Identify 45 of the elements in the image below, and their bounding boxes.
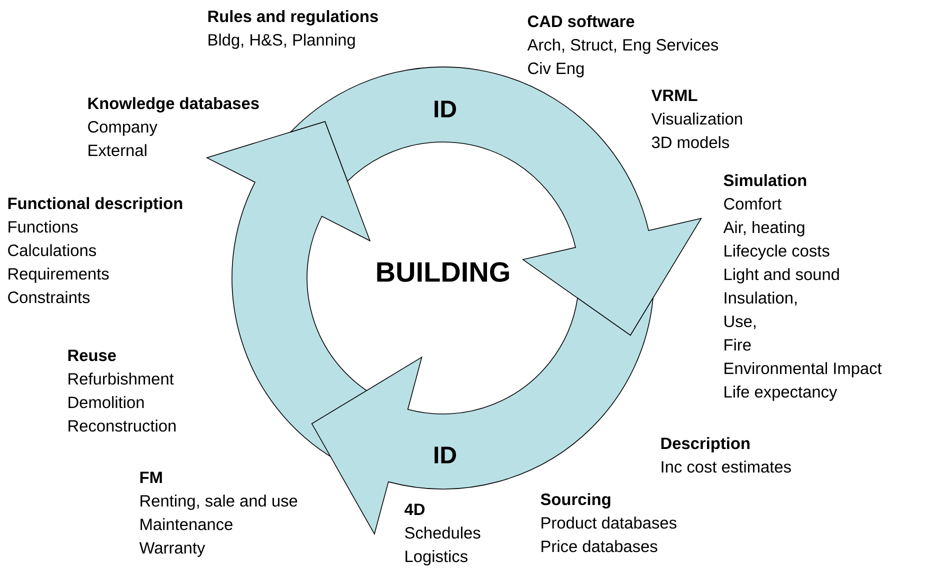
- list-item: Inc cost estimates: [662, 460, 791, 473]
- section-heading: Sourcing: [540, 493, 610, 508]
- section-heading: CAD software: [528, 15, 634, 28]
- list-item: Price databases: [542, 540, 658, 552]
- section-heading: VRML: [651, 90, 698, 101]
- list-item: Air, heating: [723, 221, 804, 236]
- section-heading: Knowledge databases: [88, 97, 259, 112]
- list-item: Civ Eng: [528, 62, 584, 78]
- list-item: Bldg, H&S, Planning: [208, 34, 355, 49]
- list-item: Visualization: [651, 112, 742, 125]
- list-item: External: [88, 144, 146, 156]
- list-item: Reconstruction: [68, 420, 176, 432]
- list-item: Requirements: [8, 268, 109, 283]
- list-item: Maintenance: [140, 518, 232, 530]
- list-item: 3D models: [652, 136, 730, 148]
- section-heading: FM: [140, 472, 162, 483]
- center-label: BUILDING: [377, 262, 509, 282]
- list-item: Product databases: [542, 516, 676, 529]
- section-heading: Description: [661, 437, 750, 452]
- list-item: Refurbishment: [68, 372, 174, 385]
- list-item: Comfort: [724, 198, 782, 210]
- list-item: Environmental Impact: [724, 362, 882, 378]
- list-item: Lifecycle costs: [724, 244, 830, 260]
- section-heading: Rules and regulations: [208, 10, 378, 26]
- section-heading: Simulation: [724, 174, 806, 186]
- list-item: Calculations: [8, 244, 96, 256]
- list-item: Logistics: [406, 550, 468, 566]
- list-item: Arch, Struct, Eng Services: [527, 38, 718, 54]
- list-item: Life expectancy: [724, 386, 838, 401]
- list-item: Insulation,: [724, 292, 797, 306]
- arrow-label: ID: [434, 446, 456, 464]
- list-item: Constraints: [8, 291, 90, 304]
- list-item: Company: [88, 121, 158, 136]
- list-item: Demolition: [68, 396, 144, 408]
- section-heading: Functional description: [8, 197, 182, 212]
- list-item: Renting, sale and use: [140, 494, 298, 510]
- list-item: Light and sound: [724, 268, 839, 284]
- section-heading: 4D: [404, 504, 425, 515]
- list-item: Warranty: [139, 542, 206, 557]
- section-heading: Reuse: [68, 350, 116, 362]
- arrow-label: ID: [434, 100, 456, 118]
- list-item: Schedules: [405, 526, 480, 539]
- list-item: Fire: [724, 338, 751, 351]
- list-item: Use,: [724, 316, 756, 330]
- list-item: Functions: [8, 220, 78, 233]
